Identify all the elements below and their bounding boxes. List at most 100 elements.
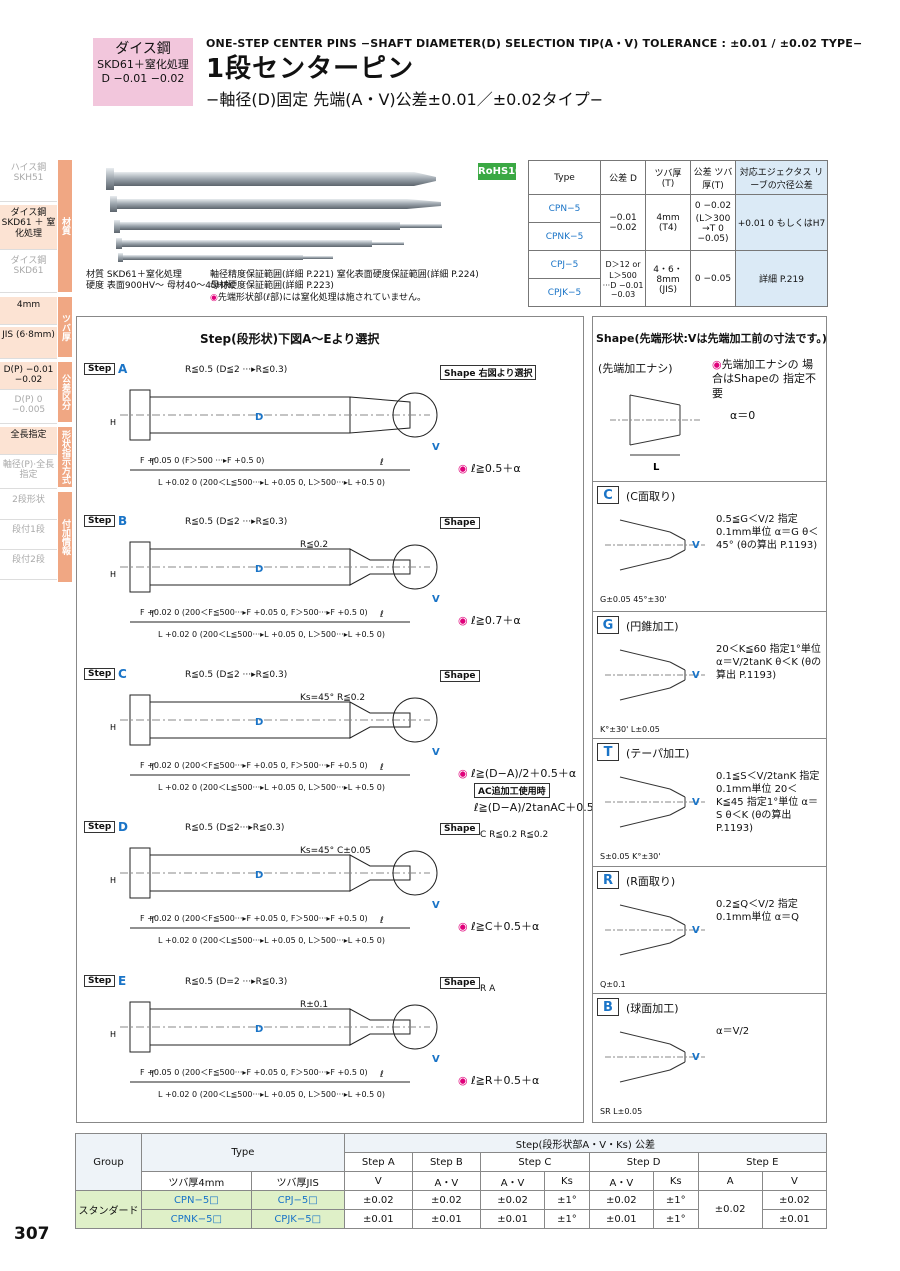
page-number: 307 [14, 1224, 50, 1244]
step-l-dim: L +0.02 0 (200＜L≦500···▸L +0.05 0, L＞500… [158, 1090, 385, 1099]
step-shape-label[interactable]: Shape [440, 517, 480, 529]
side-tab[interactable]: 軸径(P)·全長 指定 [0, 457, 57, 489]
svg-text:V: V [692, 925, 700, 936]
shape-diagram: V [605, 1031, 705, 1083]
step-condition-text: ℓ≧(D−A)/2＋0.5＋α [471, 767, 577, 780]
bt-step-c-label: C [544, 1156, 552, 1168]
bt-cell: ±0.01 [479, 1209, 546, 1229]
material-label: 材質 [86, 270, 105, 280]
page-subtitle: −軸径(D)固定 先端(A・V)公差±0.01／±0.02タイプ− [206, 90, 604, 109]
side-tab[interactable]: 段付1段 [0, 522, 57, 550]
step-shape-label[interactable]: Shape [440, 823, 480, 835]
step-tag[interactable]: Step [84, 821, 116, 833]
step-tag[interactable]: Step [84, 515, 116, 527]
spec-sleeve-ref[interactable]: 詳細 P.219 [735, 250, 828, 307]
svg-text:H: H [110, 570, 116, 579]
type-cpj[interactable]: CPJ−5 [528, 250, 601, 279]
bt-cell: ±1° [652, 1209, 699, 1229]
step-condition-text: ℓ≧0.7＋α [471, 614, 521, 627]
bt-col: V [761, 1171, 828, 1191]
spec-tt-a: 0 −0.02 (L＞300 →T 0 −0.05) [690, 194, 736, 251]
step-shape-label[interactable]: Shape [440, 670, 480, 682]
step-l-dim: L +0.02 0 (200＜L≦500···▸L +0.05 0, L＞500… [158, 478, 385, 487]
side-tab[interactable]: 2段形状 [0, 492, 57, 520]
side-tab[interactable]: 4mm [0, 297, 57, 325]
type-cpn[interactable]: CPN−5 [528, 194, 601, 223]
bt-type-cpn[interactable]: CPN−5□ [141, 1190, 252, 1210]
step-tag[interactable]: Step [84, 668, 116, 680]
shape-letter[interactable]: T [597, 743, 619, 761]
shape-letter[interactable]: C [597, 486, 619, 504]
side-tab[interactable]: ハイス鋼 SKH51 [0, 160, 57, 202]
bt-col: A・V [411, 1171, 481, 1191]
spec-sleeve: +0.01 0 もしくはH7 [735, 194, 828, 251]
type-cpnk[interactable]: CPNK−5 [528, 222, 601, 251]
step-shape-label[interactable]: Shape [440, 977, 480, 989]
step-l-dim: L +0.02 0 (200＜L≦500···▸L +0.05 0, L＞500… [158, 936, 385, 945]
bt-type-cpj[interactable]: CPJ−5□ [250, 1190, 345, 1210]
bt-type-cpnk[interactable]: CPNK−5□ [141, 1209, 252, 1229]
side-tab[interactable]: 段付2段 [0, 552, 57, 580]
shape-note: 0.5≦G＜V/2 指定0.1mm単位 α＝G θ＜45° (θの算出 P.11… [716, 514, 819, 551]
shape-letter[interactable]: G [597, 616, 619, 634]
shape-letter[interactable]: R [597, 871, 619, 889]
svg-text:H: H [110, 876, 116, 885]
step-l-dim: L +0.02 0 (200＜L≦500···▸L +0.05 0, L＞500… [158, 783, 385, 792]
accuracy-note-1: 軸径精度保証範囲(詳細 P.221) 窒化表面硬度保証範囲(詳細 P.224) [210, 270, 479, 280]
step-tag[interactable]: Step [84, 975, 116, 987]
side-tab[interactable]: D(P) 0 −0.005 [0, 392, 57, 424]
material-value: SKD61＋窒化処理 [106, 270, 182, 280]
accuracy-note-2: 母材硬度保証範囲(詳細 P.223) [210, 281, 334, 292]
svg-text:T: T [149, 1070, 156, 1080]
shape-note: 20＜K≦60 指定1°単位 α＝V/2tanK θ＜K (θの算出 P.119… [716, 644, 822, 681]
bt-step-e-label: E [772, 1156, 779, 1168]
svg-text:V: V [692, 797, 700, 808]
material-title: ダイス鋼 [115, 41, 171, 57]
bt-cell: ±0.02 [588, 1190, 654, 1210]
side-category-material: 材質 [58, 160, 72, 292]
svg-text:D: D [255, 564, 263, 575]
shape-diagram: V [605, 904, 705, 956]
svg-text:V: V [432, 900, 440, 911]
svg-text:ℓ: ℓ [379, 610, 384, 620]
side-tab[interactable]: D(P) −0.01 −0.02 [0, 362, 57, 390]
side-tab[interactable]: JIS (6·8mm) [0, 327, 57, 359]
step-tag[interactable]: Step [84, 363, 116, 375]
shape-title: (球面加工) [626, 1002, 679, 1015]
shape-diagram: V [605, 519, 705, 571]
step-condition: ◉ ℓ≧(D−A)/2＋0.5＋α [458, 767, 577, 780]
side-tab[interactable]: ダイス鋼 SKD61 [0, 253, 57, 293]
svg-text:T: T [149, 458, 156, 468]
shape-title: (C面取り) [626, 490, 676, 503]
bt-cell: ±1° [544, 1190, 590, 1210]
svg-text:V: V [692, 670, 700, 681]
type-cpjk[interactable]: CPJK−5 [528, 278, 601, 307]
shape-divider [592, 611, 827, 612]
step-cond2: ℓ≧(D−A)/2tanAC＋0.5＋α [474, 801, 613, 814]
shape-diagram: V [605, 649, 705, 701]
side-tab[interactable]: ダイス鋼 SKD61 ＋ 窒化処理 [0, 205, 57, 250]
bt-step-b: Step B [411, 1152, 481, 1172]
svg-text:V: V [432, 442, 440, 453]
shape-none-diagram: L [610, 394, 700, 473]
shape-title: (円錐加工) [626, 620, 679, 633]
shape-letter[interactable]: B [597, 998, 619, 1016]
bt-step-a: Step A [343, 1152, 413, 1172]
spec-header-tt: 公差 ツバ厚(T) [690, 160, 736, 195]
shape-note: 0.1≦S＜V/2tanK 指定0.1mm単位 20＜K≦45 指定1°単位 α… [716, 771, 820, 834]
step-l-dim: L +0.02 0 (200＜L≦500···▸L +0.05 0, L＞500… [158, 630, 385, 639]
step-f-dim: F +0.02 0 (200＜F≦500···▸F +0.05 0, F＞500… [140, 761, 368, 770]
bt-type-cpjk[interactable]: CPJK−5□ [250, 1209, 345, 1229]
step-cond2-tag: AC追加工使用時 [474, 783, 550, 798]
svg-text:ℓ: ℓ [379, 1070, 384, 1080]
svg-text:V: V [432, 1054, 440, 1065]
step-shape-label[interactable]: Shape 右図より選択 [440, 365, 537, 380]
side-tab[interactable]: 全長指定 [0, 427, 57, 455]
side-category-tolerance: 公差区分 [58, 362, 72, 422]
bt-cell: ±0.02 [761, 1190, 828, 1210]
bt-sub-t4: ツバ厚4mm [141, 1171, 252, 1191]
step-condition: ◉ ℓ≧C＋0.5＋α [458, 920, 540, 933]
svg-text:ℓ: ℓ [379, 916, 384, 926]
